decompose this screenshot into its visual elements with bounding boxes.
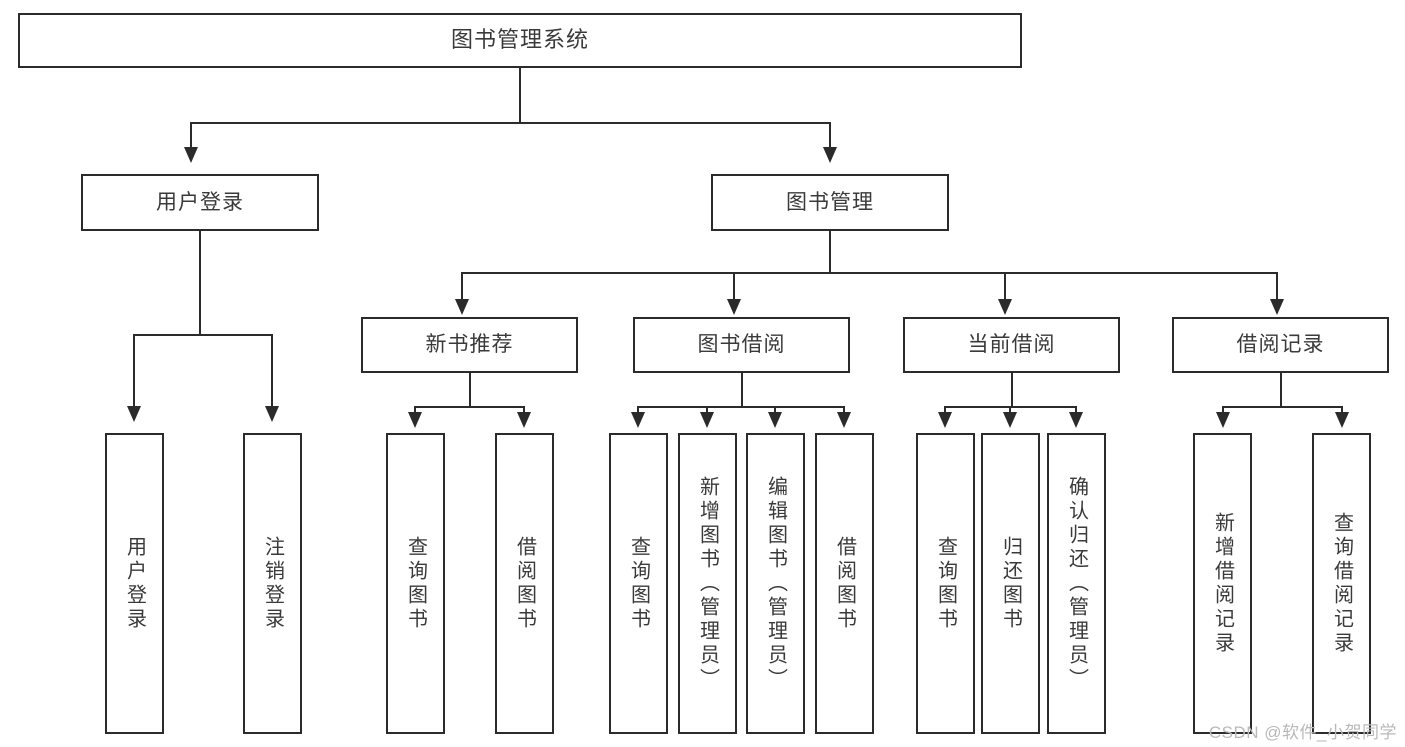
arrowhead-confirm-return [1069,412,1083,428]
arrowhead-query-book-2 [631,412,645,428]
arrowhead-book-borrow [727,299,741,315]
connector-drop-confirm-return [1075,406,1077,414]
node-label: 新增图书（管理员） [696,475,719,692]
connector-root-stem [519,68,521,123]
arrowhead-borrow-record [1270,299,1284,315]
leaf-node-borrow-book-1[interactable]: 借阅图书 [495,433,554,734]
node-label: 借阅图书 [513,535,536,632]
arrowhead-book-manage [823,147,837,163]
node-borrow-record[interactable]: 借阅记录 [1172,317,1389,373]
leaf-node-add-book[interactable]: 新增图书（管理员） [678,433,737,734]
connector-drop-query-book-3 [944,406,946,414]
arrowhead-user-login [184,147,198,163]
connector-drop-return-book [1009,406,1011,414]
arrowhead-logout [265,406,279,422]
arrowhead-query-book-1 [408,412,422,428]
arrowhead-edit-book [768,412,782,428]
connector-drop-book-borrow [733,272,735,301]
node-current-borrow[interactable]: 当前借阅 [903,317,1120,373]
node-label: 用户登录 [156,190,244,214]
leaf-node-borrow-book-2[interactable]: 借阅图书 [815,433,874,734]
arrowhead-borrow-book-2 [837,412,851,428]
leaf-node-return-book[interactable]: 归还图书 [981,433,1040,734]
connector-drop-query-book-1 [414,406,416,414]
arrowhead-query-book-3 [938,412,952,428]
connector-user-login-bus [133,334,272,336]
connector-borrow-record-bus [1222,406,1343,408]
connector-drop-book-manage [829,122,831,149]
connector-book-borrow-stem [741,373,743,407]
connector-drop-query-book-2 [637,406,639,414]
leaf-node-query-book-1[interactable]: 查询图书 [386,433,445,734]
connector-user-login-stem [199,231,201,335]
connector-new-book-rec-stem [469,373,471,407]
node-label: 借阅图书 [833,535,856,632]
node-label: 用户登录 [123,535,146,632]
connector-new-book-rec-bus [414,406,525,408]
node-user-login[interactable]: 用户登录 [81,174,319,231]
node-label: 当前借阅 [967,333,1056,357]
connector-drop-edit-book [774,406,776,414]
arrowhead-return-book [1003,412,1017,428]
connector-level2-bus [190,122,831,124]
leaf-node-confirm-return[interactable]: 确认归还（管理员） [1047,433,1106,734]
leaf-node-query-book-3[interactable]: 查询图书 [916,433,975,734]
node-label: 查询图书 [934,535,957,632]
node-label: 查询图书 [627,535,650,632]
node-label: 借阅记录 [1236,333,1325,357]
node-label: 图书管理 [786,190,874,214]
connector-drop-borrow-book-1 [523,406,525,414]
leaf-node-query-book-2[interactable]: 查询图书 [609,433,668,734]
leaf-node-add-record[interactable]: 新增借阅记录 [1193,433,1252,734]
connector-borrow-record-stem [1280,373,1282,407]
leaf-node-edit-book[interactable]: 编辑图书（管理员） [746,433,805,734]
node-label: 确认归还（管理员） [1065,475,1088,692]
node-label: 归还图书 [999,535,1022,632]
connector-drop-borrow-record [1276,272,1278,301]
arrowhead-borrow-book-1 [517,412,531,428]
leaf-node-query-record[interactable]: 查询借阅记录 [1312,433,1371,734]
arrowhead-add-book [700,412,714,428]
node-label: 编辑图书（管理员） [764,475,787,692]
connector-current-borrow-stem [1011,373,1013,407]
node-label: 新书推荐 [425,333,514,357]
node-label: 图书借阅 [697,333,786,357]
arrowhead-query-record [1335,412,1349,428]
connector-drop-logout [271,334,273,408]
connector-book-manage-stem [829,231,831,273]
connector-drop-query-record [1341,406,1343,414]
connector-drop-user-login [190,122,192,149]
node-label: 注销登录 [261,535,284,632]
arrowhead-add-record [1216,412,1230,428]
connector-drop-add-record [1222,406,1224,414]
connector-book-borrow-bus [637,406,845,408]
connector-drop-borrow-book-2 [843,406,845,414]
arrowhead-login [127,406,141,422]
connector-drop-new-book-rec [461,272,463,301]
connector-drop-current-borrow [1004,272,1006,301]
node-root-system[interactable]: 图书管理系统 [18,13,1022,68]
connector-level3-bus [461,272,1278,274]
leaf-node-login[interactable]: 用户登录 [105,433,164,734]
node-label: 新增借阅记录 [1211,511,1234,656]
leaf-node-logout[interactable]: 注销登录 [243,433,302,734]
node-book-manage[interactable]: 图书管理 [711,174,949,231]
arrowhead-new-book-rec [455,299,469,315]
node-new-book-rec[interactable]: 新书推荐 [361,317,578,373]
node-label: 图书管理系统 [450,27,589,53]
connector-drop-login [133,334,135,408]
node-book-borrow[interactable]: 图书借阅 [633,317,850,373]
node-label: 查询借阅记录 [1330,511,1353,656]
node-label: 查询图书 [404,535,427,632]
arrowhead-current-borrow [998,299,1012,315]
connector-drop-add-book [706,406,708,414]
